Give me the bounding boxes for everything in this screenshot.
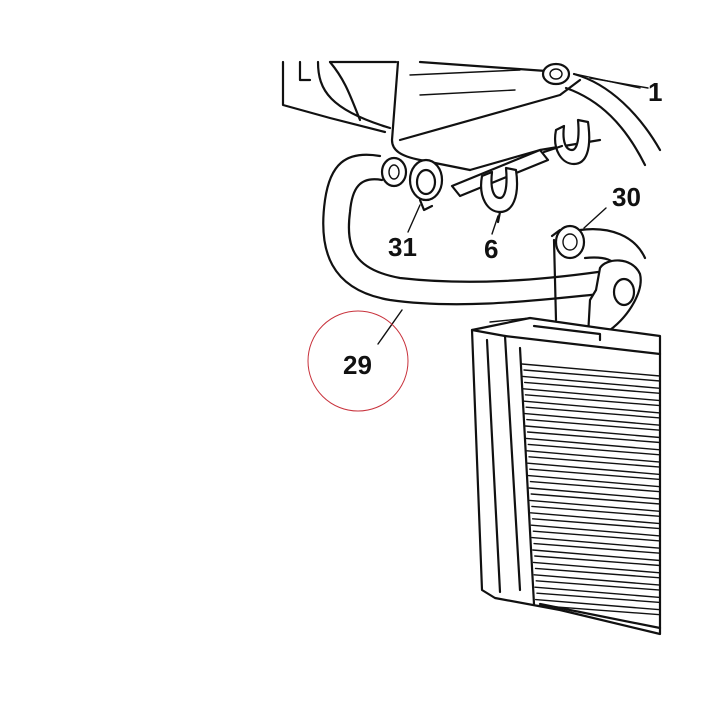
callout-6: 6 [484,234,498,264]
callout-31: 31 [388,232,417,262]
radiator-fin [522,375,661,394]
radiator-fin [525,437,661,456]
radiator-fin [527,462,661,481]
callout-29: 29 [343,350,372,380]
highlight-circle [307,310,409,412]
bracket-part-6 [450,118,591,224]
radiator-fin [529,499,661,517]
coolant-hose-part-29 [322,153,602,306]
radiator-fin [534,598,661,616]
radiator-fin [526,450,661,468]
radiator-fin [533,574,661,591]
leader-lines [377,77,649,345]
radiator-fin [529,512,661,530]
hose-clamp-part-31 [408,158,444,212]
hose-clamp-part-30 [550,224,647,272]
radiator [470,316,662,636]
radiator-fin [523,400,661,419]
radiator-fin [531,536,661,554]
radiator-fin [532,549,661,567]
connector-ring [380,156,408,188]
radiator-fin [522,388,661,407]
callout-1: 1 [648,77,662,107]
engine-casing [281,60,602,172]
callout-30: 30 [612,182,641,212]
radiator-fin [524,412,661,431]
radiator-fin [524,425,661,444]
radiator-fin [528,487,661,505]
radiator-fin [534,586,661,604]
radiator-fin [530,524,661,542]
radiator-fin [532,561,661,579]
radiator-fin [521,363,661,382]
radiator-fin [527,474,661,493]
upper-hose [541,62,662,167]
radiator-fins [521,363,661,616]
